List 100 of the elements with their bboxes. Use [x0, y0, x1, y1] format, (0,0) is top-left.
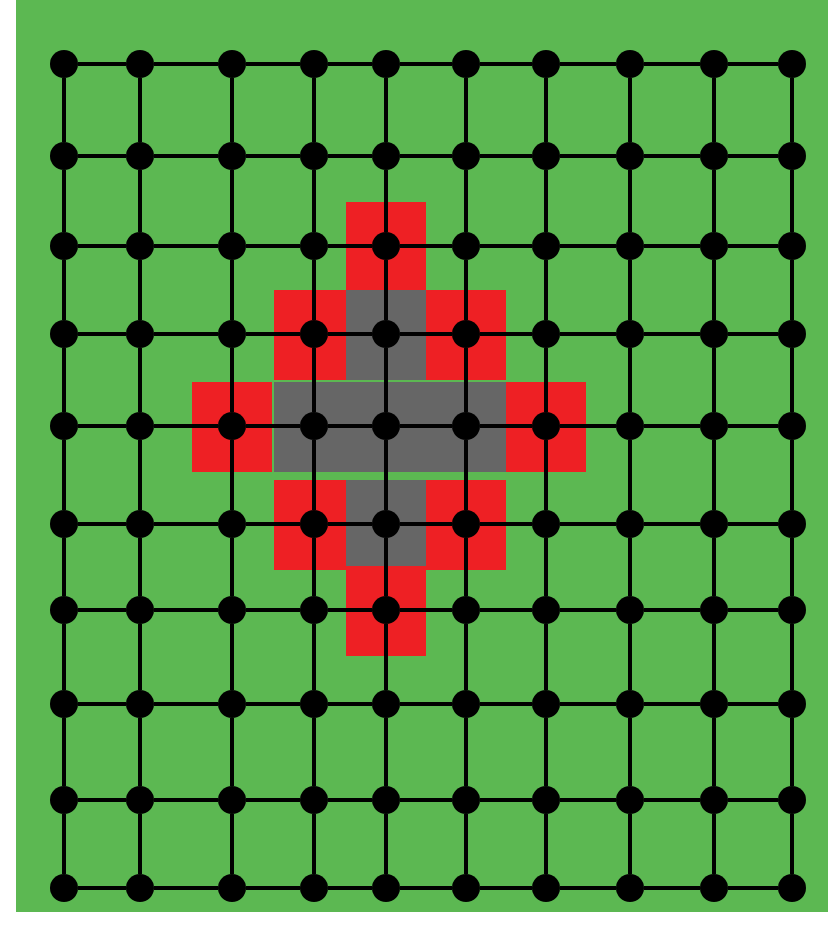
- grid-line: [154, 332, 218, 336]
- grid-line: [246, 244, 300, 248]
- grid-line: [138, 260, 142, 320]
- grid-line: [712, 718, 716, 786]
- grid-line: [628, 348, 632, 412]
- grid-line: [480, 62, 532, 66]
- grid-line: [464, 170, 468, 232]
- grid-line: [728, 886, 778, 890]
- grid-line: [246, 608, 300, 612]
- grid-line: [312, 538, 316, 596]
- grid-line: [628, 718, 632, 786]
- grid-line: [728, 702, 778, 706]
- grid-line: [790, 538, 794, 596]
- grid-line: [544, 624, 548, 690]
- grid-line: [712, 78, 716, 142]
- grid-line: [328, 62, 372, 66]
- grid-line: [790, 814, 794, 874]
- grid-line: [62, 260, 66, 320]
- grid-line: [230, 78, 234, 142]
- grid-line: [78, 424, 126, 428]
- grid-line: [628, 78, 632, 142]
- grid-line: [230, 440, 234, 510]
- grid-line: [480, 702, 532, 706]
- grid-line: [62, 718, 66, 786]
- grid-line: [230, 814, 234, 874]
- grid-line: [62, 624, 66, 690]
- grid-line: [480, 608, 532, 612]
- grid-line: [728, 424, 778, 428]
- grid-line: [544, 538, 548, 596]
- grid-line: [328, 424, 372, 428]
- grid-line: [480, 798, 532, 802]
- grid-line: [138, 538, 142, 596]
- grid-line: [400, 424, 452, 428]
- grid-line: [312, 348, 316, 412]
- grid-line: [728, 62, 778, 66]
- grid-line: [560, 798, 616, 802]
- grid-line: [230, 348, 234, 412]
- grid-line: [560, 154, 616, 158]
- grid-line: [728, 798, 778, 802]
- grid-line: [154, 522, 218, 526]
- grid-line: [628, 260, 632, 320]
- grid-line: [154, 62, 218, 66]
- grid-line: [312, 170, 316, 232]
- grid-line: [560, 886, 616, 890]
- grid-line: [138, 170, 142, 232]
- grid-line: [384, 78, 388, 142]
- grid-line: [560, 702, 616, 706]
- grid-line: [400, 244, 452, 248]
- grid-line: [480, 154, 532, 158]
- grid-line: [230, 170, 234, 232]
- grid-line: [384, 170, 388, 232]
- grid-line: [138, 348, 142, 412]
- grid-line: [400, 522, 452, 526]
- grid-line: [384, 348, 388, 412]
- grid-line: [560, 244, 616, 248]
- grid-line: [544, 718, 548, 786]
- grid-line: [628, 814, 632, 874]
- grid-line: [480, 332, 532, 336]
- grid-line: [62, 538, 66, 596]
- grid-line: [560, 608, 616, 612]
- grid-line: [138, 624, 142, 690]
- grid-line: [62, 348, 66, 412]
- grid-line: [246, 522, 300, 526]
- grid-line: [728, 332, 778, 336]
- grid-line: [78, 332, 126, 336]
- grid-line: [712, 624, 716, 690]
- grid-line: [384, 814, 388, 874]
- grid-line: [78, 244, 126, 248]
- grid-line: [400, 886, 452, 890]
- grid-line: [246, 886, 300, 890]
- grid-line: [712, 814, 716, 874]
- grid-line: [246, 154, 300, 158]
- grid-line: [464, 440, 468, 510]
- grid-line: [464, 538, 468, 596]
- grid-line: [628, 624, 632, 690]
- grid-line: [544, 260, 548, 320]
- grid-line: [312, 718, 316, 786]
- grid-line: [790, 624, 794, 690]
- grid-line: [328, 702, 372, 706]
- grid-line: [384, 718, 388, 786]
- grid-line: [464, 718, 468, 786]
- grid-line: [544, 814, 548, 874]
- grid-line: [644, 424, 700, 428]
- grid-line: [328, 798, 372, 802]
- grid-line: [400, 702, 452, 706]
- grid-line: [790, 718, 794, 786]
- grid-line: [728, 154, 778, 158]
- grid-line: [644, 608, 700, 612]
- grid-line: [230, 624, 234, 690]
- grid-line: [790, 348, 794, 412]
- grid-line: [480, 522, 532, 526]
- grid-line: [62, 440, 66, 510]
- grid-line: [480, 424, 532, 428]
- grid-line: [246, 702, 300, 706]
- grid-line: [560, 332, 616, 336]
- grid-line: [312, 440, 316, 510]
- grid-line: [246, 62, 300, 66]
- grid-line: [628, 170, 632, 232]
- grid-line: [628, 538, 632, 596]
- grid-line: [400, 62, 452, 66]
